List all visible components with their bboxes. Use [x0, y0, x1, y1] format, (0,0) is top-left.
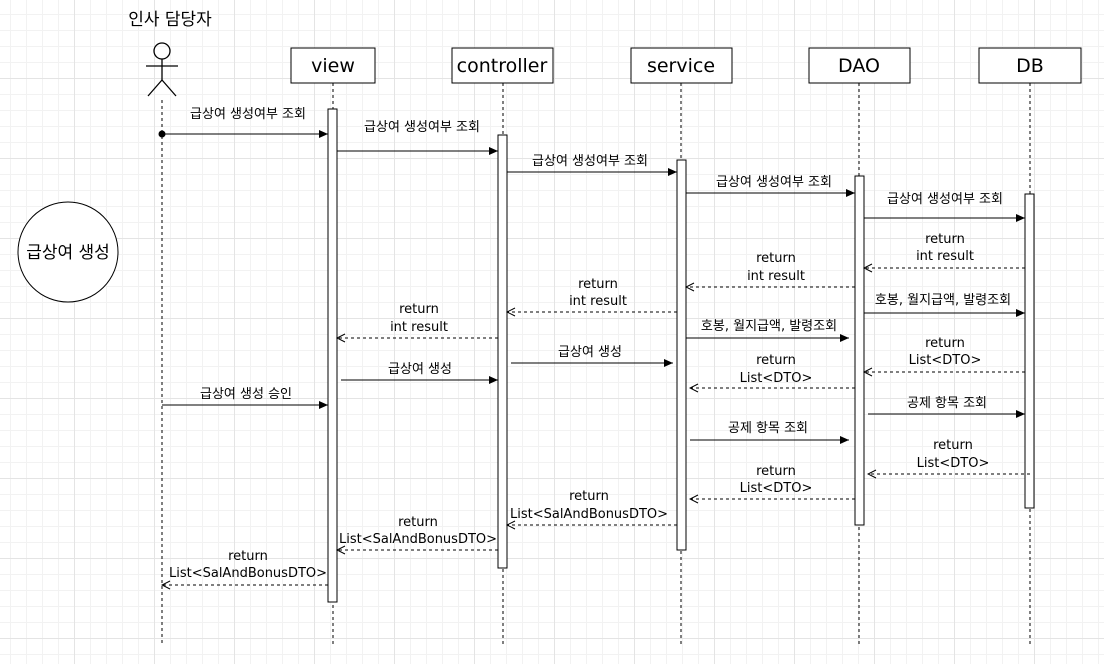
message-m14: return List<DTO>	[690, 353, 855, 388]
participant-controller: controller	[451, 47, 554, 645]
return-label-line2: List<SalAndBonusDTO>	[510, 507, 668, 522]
actor-label: 인사 담당자	[128, 10, 212, 30]
message-m18: 공제 항목 조회	[690, 421, 849, 444]
participant-view: view	[290, 47, 376, 645]
message-label: 급상여 생성여부 조회	[532, 154, 648, 169]
return-label-line2: int result	[916, 249, 974, 264]
message-m22: return List<SalAndBonusDTO>	[337, 515, 498, 550]
message-m1: 급상여 생성여부 조회	[158, 107, 328, 138]
message-label: 급상여 생성여부 조회	[364, 120, 480, 135]
process-note-label: 급상여 생성	[26, 243, 110, 263]
return-label-line2: List<DTO>	[740, 371, 813, 386]
return-label-line1: return	[925, 232, 965, 247]
activation-bar-view	[327, 108, 338, 603]
message-label: 급상여 생성 승인	[200, 387, 292, 402]
return-label-line2: List<SalAndBonusDTO>	[339, 532, 497, 547]
actor-stick-figure-icon	[146, 42, 178, 97]
message-m6: return int result	[864, 232, 1025, 268]
participant-dao: DAO	[808, 47, 911, 645]
message-m19: return List<DTO>	[868, 438, 1030, 474]
message-m4: 급상여 생성여부 조회	[686, 175, 855, 197]
return-label-line1: return	[578, 277, 618, 292]
message-m10: 호봉, 월지급액, 발령조회	[864, 293, 1025, 317]
message-m16: 급상여 생성 승인	[162, 387, 328, 409]
message-label: 급상여 생성	[558, 345, 622, 360]
message-label: 급상여 생성여부 조회	[887, 192, 1003, 207]
message-m12: return List<DTO>	[864, 336, 1025, 372]
participant-box-controller	[451, 47, 554, 84]
participant-box-db	[978, 47, 1082, 84]
return-label-line2: int result	[390, 320, 448, 335]
participant-label-db: DB	[1016, 55, 1044, 77]
participant-db: DB	[978, 47, 1082, 645]
actor: 인사 담당자	[128, 10, 212, 645]
message-label: 호봉, 월지급액, 발령조회	[875, 293, 1011, 308]
message-m11: 호봉, 월지급액, 발령조회	[686, 319, 849, 342]
return-label-line1: return	[756, 464, 796, 479]
participant-label-service: service	[647, 55, 715, 77]
message-m21: return List<SalAndBonusDTO>	[507, 489, 677, 525]
return-label-line1: return	[925, 336, 965, 351]
return-label-line2: int result	[747, 269, 805, 284]
process-note: 급상여 생성	[17, 201, 119, 303]
return-label-line1: return	[756, 251, 796, 266]
return-label-line2: List<DTO>	[909, 353, 982, 368]
message-m2: 급상여 생성여부 조회	[337, 120, 498, 155]
return-label-line1: return	[933, 438, 973, 453]
participant-label-controller: controller	[457, 55, 548, 77]
message-m3: 급상여 생성여부 조회	[507, 154, 677, 176]
message-m23: return List<SalAndBonusDTO>	[162, 549, 328, 585]
activation-bar-dao	[854, 175, 865, 526]
participant-label-view: view	[311, 55, 355, 77]
message-label: 호봉, 월지급액, 발령조회	[701, 319, 837, 334]
return-label-line1: return	[569, 489, 609, 504]
activation-bar-service	[676, 159, 687, 551]
return-label-line1: return	[756, 353, 796, 368]
return-label-line2: List<DTO>	[740, 481, 813, 496]
return-label-line1: return	[399, 302, 439, 317]
message-m7: return int result	[686, 251, 855, 287]
message-label: 공제 항목 조회	[907, 396, 987, 411]
message-m9: return int result	[337, 302, 498, 338]
message-m20: return List<DTO>	[690, 464, 855, 499]
message-label: 급상여 생성여부 조회	[716, 175, 832, 190]
return-label-line2: int result	[569, 294, 627, 309]
participant-box-dao	[808, 47, 911, 84]
message-m17: 공제 항목 조회	[868, 396, 1025, 418]
message-label: 급상여 생성	[388, 362, 452, 377]
return-label-line1: return	[228, 549, 268, 564]
activation-bar-controller	[497, 134, 508, 569]
activation-bar-db	[1024, 193, 1035, 509]
message-label: 급상여 생성여부 조회	[190, 107, 306, 122]
return-label-line1: return	[398, 515, 438, 530]
message-m13: 급상여 생성	[511, 345, 673, 367]
message-m15: 급상여 생성	[341, 362, 498, 384]
return-label-line2: List<DTO>	[917, 456, 990, 471]
message-m8: return int result	[507, 277, 677, 312]
return-label-line2: List<SalAndBonusDTO>	[169, 566, 327, 581]
participant-box-service	[630, 47, 733, 84]
participant-label-dao: DAO	[838, 55, 880, 77]
participant-box-view	[290, 47, 376, 84]
participant-service: service	[630, 47, 733, 645]
message-m5: 급상여 생성여부 조회	[864, 192, 1025, 222]
message-label: 공제 항목 조회	[728, 421, 808, 436]
